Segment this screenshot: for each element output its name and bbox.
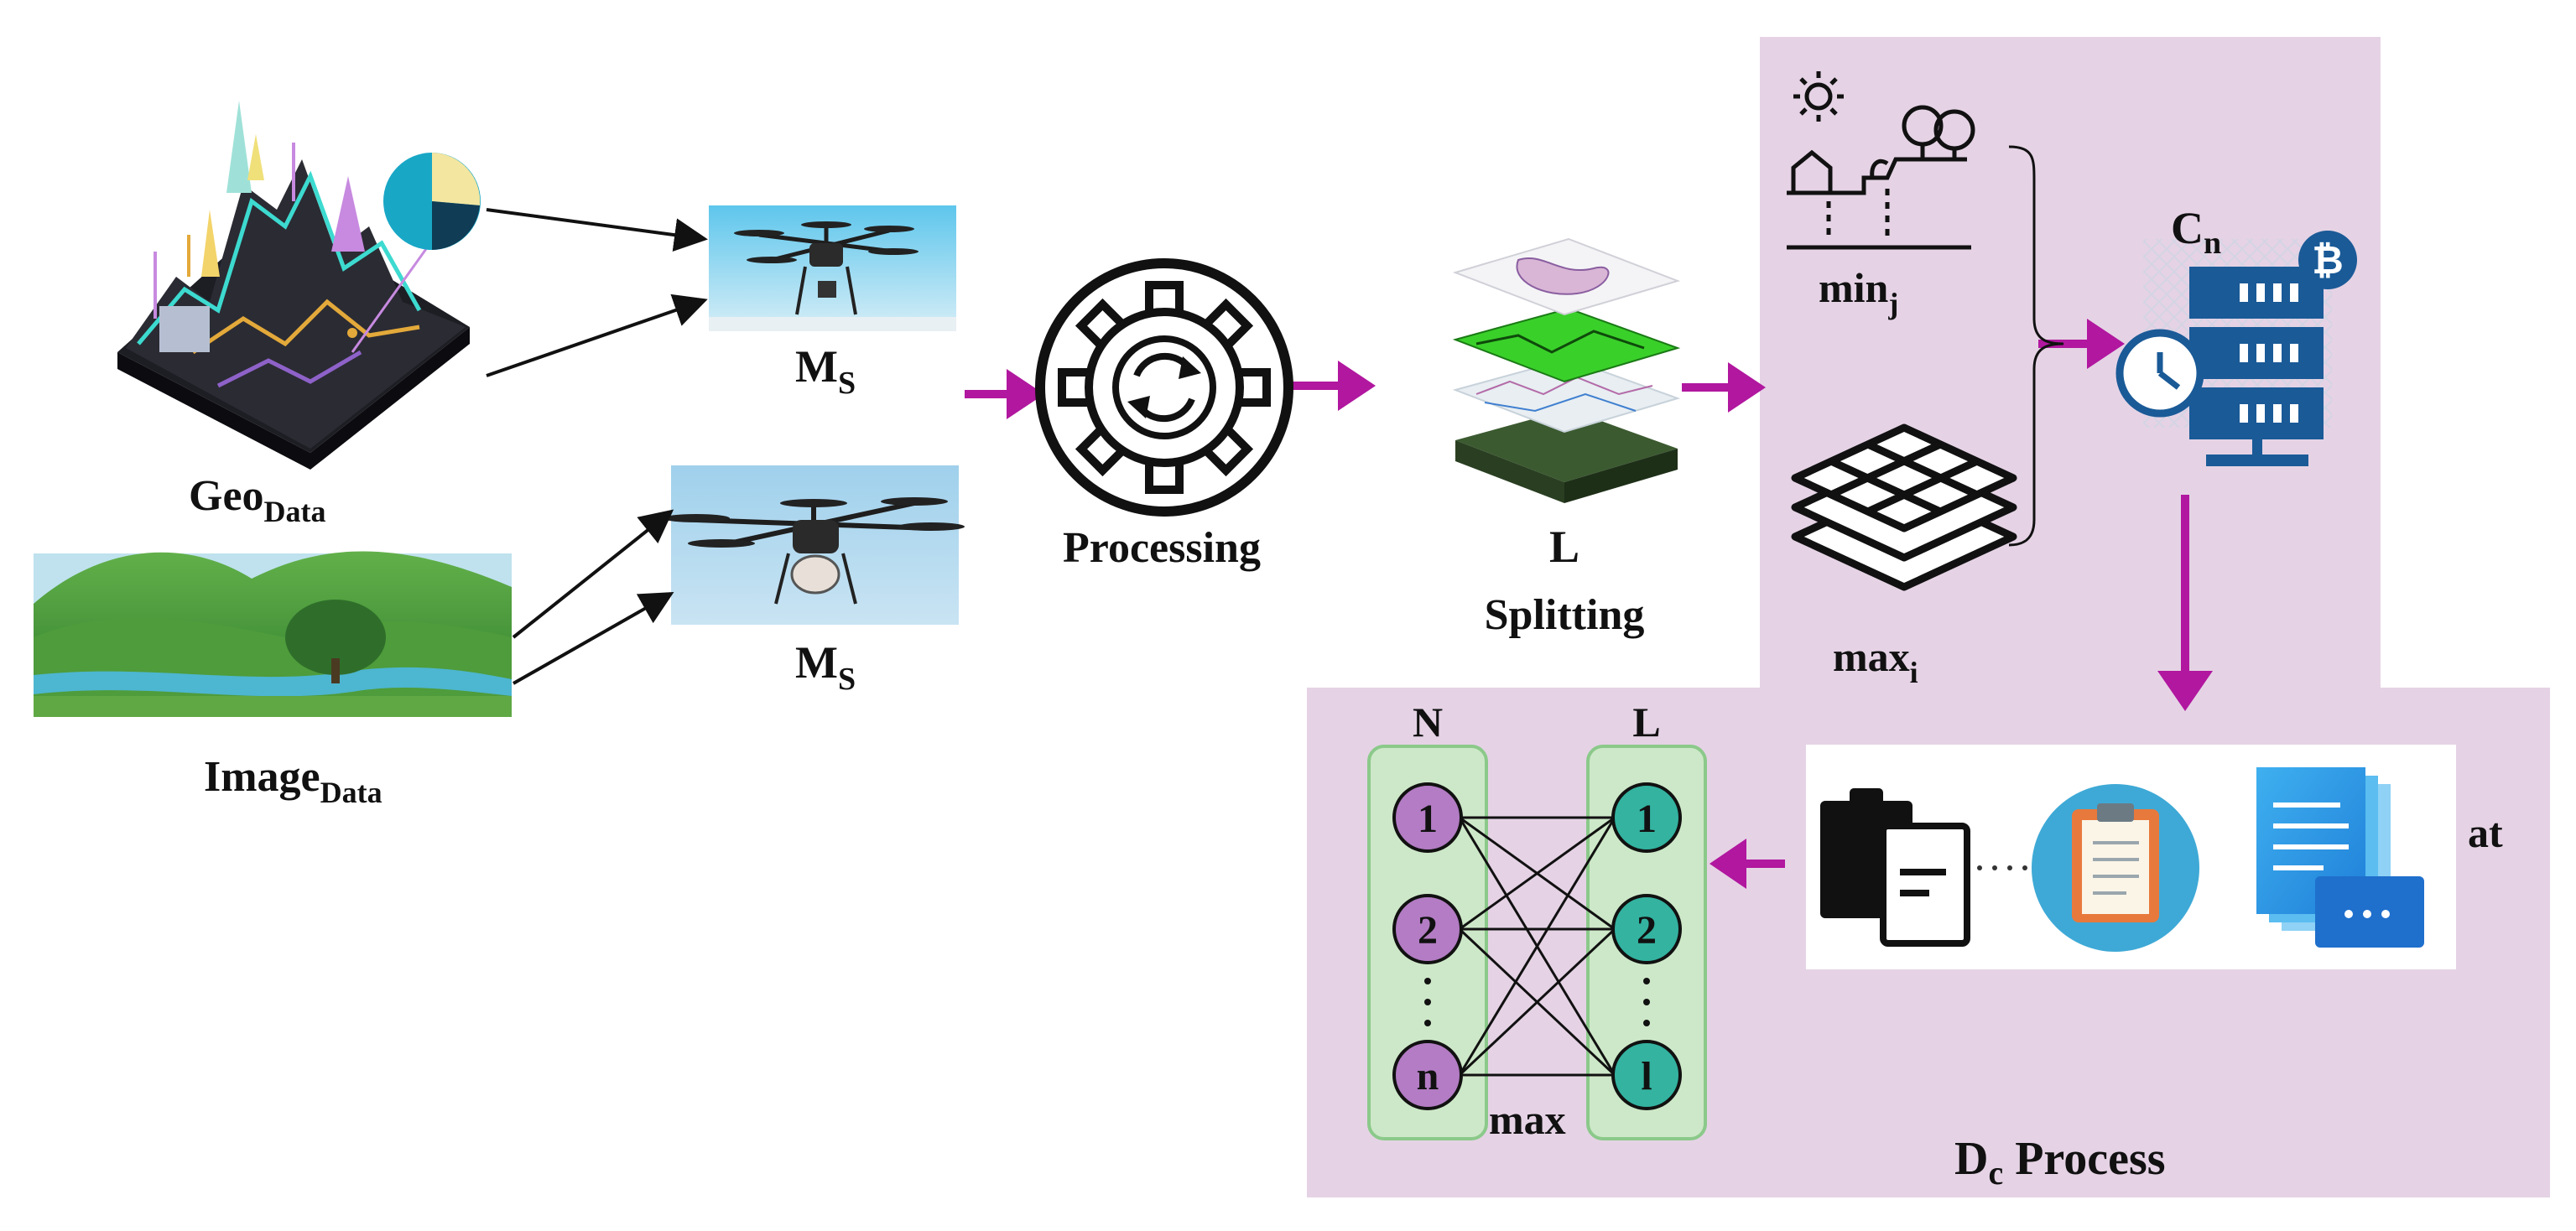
network-right-header: L [1632,699,1660,745]
svg-text:Cn: Cn [2171,203,2221,261]
geo-terrain-icon [117,101,481,470]
network-left-header: N [1413,699,1443,745]
left-node-label: 2 [1418,908,1438,953]
clipboard-circle-icon [2032,784,2199,952]
svg-text:minj: minj [1819,264,1898,320]
map-layers-icon [1452,237,1681,503]
svg-text:L: L [1549,522,1579,572]
processing-label: Processing [1063,524,1261,572]
splitting-label: Splitting [1485,591,1645,639]
dotted-connector [1977,865,2027,870]
arrow-documents-to-network [1710,839,1785,889]
arrow-processing-to-splitting [1292,361,1376,411]
clock-icon [2115,329,2204,418]
processing-gear-icon [1035,258,1293,517]
ms-top-label: MS [795,341,856,401]
left-ellipsis [1424,978,1431,1026]
right-node-label: l [1641,1054,1652,1099]
svg-text:max: max [1489,1096,1566,1143]
svg-text:Processing: Processing [1063,524,1261,572]
svg-text:maxi: maxi [1833,633,1918,689]
svg-text:MS: MS [795,341,856,401]
min-label: minj [1819,264,1898,320]
max-label: maxi [1833,633,1918,689]
svg-text:Splitting: Splitting [1485,591,1645,639]
documents-icon-panel [1806,745,2456,969]
right-node [1611,894,1682,964]
left-node [1392,1040,1463,1110]
arrow-splitting-to-panel [1682,362,1766,413]
right-node [1611,1040,1682,1110]
left-node [1392,782,1463,853]
drone-photo-top [709,205,956,331]
left-node [1392,894,1463,964]
landscape-photo [34,551,512,717]
image-data-label: ImageData [204,753,382,809]
at-label: at [2468,809,2503,856]
blue-document-icon [2256,767,2424,948]
sun-icon [1793,71,1844,122]
svg-text:MS: MS [795,637,856,697]
drone-photo-bottom [663,465,965,625]
svg-text:ImageData: ImageData [204,753,382,809]
right-node [1611,782,1682,853]
bracket-connector [2008,145,2064,547]
network-max-label: max [1489,1096,1566,1143]
cn-label: Cn [2171,203,2221,261]
right-node-label: 2 [1637,908,1657,953]
left-node-label: 1 [1418,797,1438,841]
grid-layers-icon [1791,423,2017,591]
svg-text:at: at [2468,809,2503,856]
network-link [1459,816,1616,931]
network-links [1458,816,1616,1077]
pie-chart-icon [383,153,481,250]
data-to-drone-arrows [486,208,708,685]
neural-network: 1 2 n 1 2 l [1367,745,1707,1140]
svg-text:GeoData: GeoData [189,472,326,528]
environment-icon [1787,71,1975,250]
network-nodes: 1 2 n 1 2 l [1392,782,1682,1110]
arrow-server-to-documents [2157,495,2213,711]
server-icon: ₿ [2115,231,2357,466]
svg-text:₿: ₿ [2312,237,2344,283]
ms-bottom-label: MS [795,637,856,697]
right-ellipsis [1643,978,1650,1026]
svg-text:Dc Process: Dc Process [1954,1133,2166,1192]
bitcoin-icon: ₿ [2298,231,2357,289]
clipboard-stack-icon [1820,788,1970,947]
layer-label: L [1549,522,1579,572]
svg-text:N: N [1413,699,1443,745]
right-node-label: 1 [1637,797,1657,841]
arrow-to-server [2038,319,2125,369]
network-link [1458,927,1616,1077]
svg-text:L: L [1632,699,1660,745]
geo-data-label: GeoData [189,472,326,528]
arrow-ms-to-processing [965,369,1044,419]
dc-process-label: Dc Process [1954,1133,2166,1192]
network-link [1458,817,1616,1076]
left-node-label: n [1417,1054,1439,1099]
flow-arrows [965,319,2213,889]
